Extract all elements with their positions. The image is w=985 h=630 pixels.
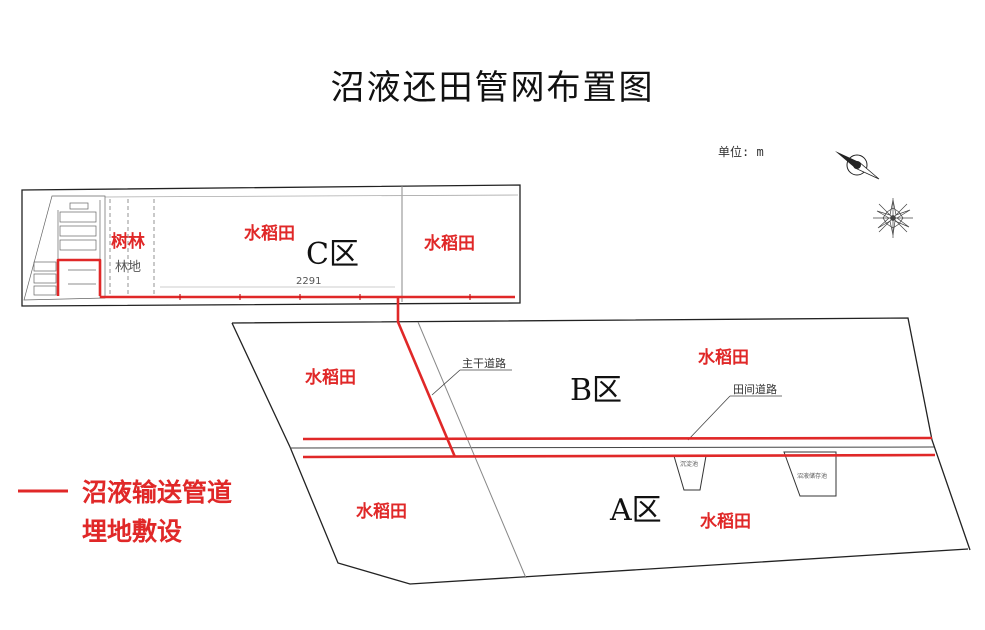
pipe-ticks <box>179 294 471 300</box>
field-a-left: 水稻田 <box>356 501 407 522</box>
pipeline-network <box>56 258 936 459</box>
zone-a-label: A区 <box>609 493 662 528</box>
forest-land-label: 林地 <box>115 260 141 275</box>
zone-b-label: B区 <box>570 373 622 408</box>
field-road-leader <box>687 395 731 441</box>
pipe-a-upper <box>302 453 936 459</box>
forest-label: 树林 <box>111 231 145 252</box>
unit-label: 单位: m <box>718 145 764 159</box>
page-title: 沼液还田管网布置图 <box>330 68 655 108</box>
pipe-c-to-b <box>396 297 457 458</box>
pipe-b-lower <box>302 436 933 441</box>
north-arrow-icon <box>835 151 880 180</box>
zone-ab-divider <box>289 446 935 449</box>
field-c-right: 水稻田 <box>424 233 475 254</box>
field-a-right: 水稻田 <box>700 511 751 532</box>
zone-c-label: C区 <box>306 237 359 272</box>
pipe-facility-loop <box>56 258 102 296</box>
main-road-label: 主干道路 <box>462 356 506 370</box>
small-structure-1-label: 沉淀池 <box>680 460 698 468</box>
legend-line2: 埋地敷设 <box>82 517 182 546</box>
main-road-line <box>417 321 527 579</box>
zone-ab-outline <box>231 317 971 585</box>
field-road-label: 田间道路 <box>733 382 777 396</box>
facility-block <box>23 195 155 301</box>
small-structure-2-label: 沼液储存池 <box>797 472 827 480</box>
field-b-left: 水稻田 <box>305 367 356 388</box>
dimension-label: 2291 <box>296 276 321 287</box>
legend-line1: 沼液输送管道 <box>82 478 232 507</box>
zone-c-top-inner <box>104 194 519 198</box>
small-structure-2 <box>783 451 837 497</box>
field-b-right: 水稻田 <box>698 347 749 368</box>
main-road-leader <box>431 369 461 396</box>
zone-c-outline <box>21 184 521 307</box>
wind-rose-icon <box>873 198 913 238</box>
field-c-left: 水稻田 <box>244 223 295 244</box>
